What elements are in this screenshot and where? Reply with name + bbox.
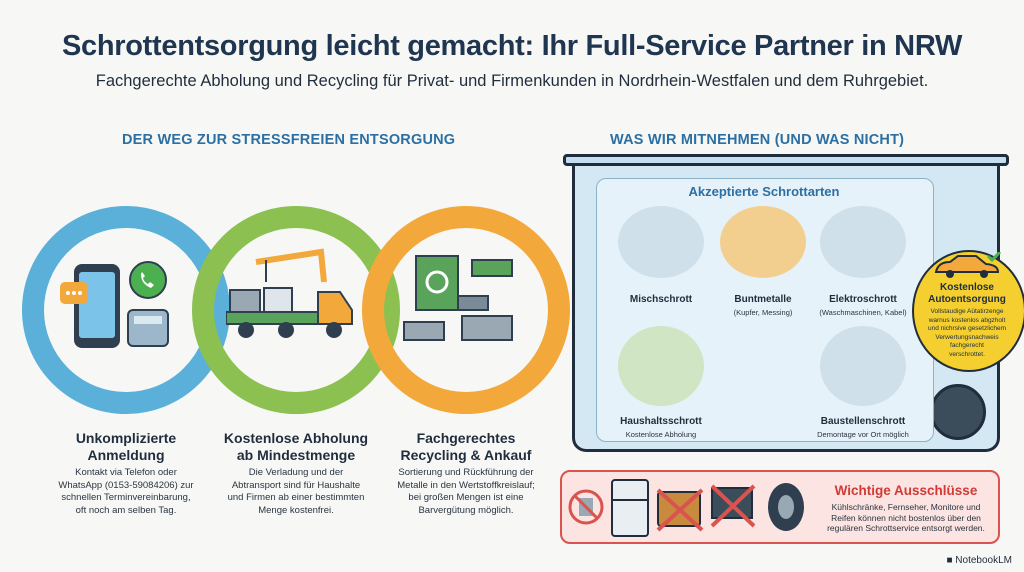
item-name-baustellenschrott: Baustellenschrott bbox=[820, 416, 906, 427]
phone-icon bbox=[60, 261, 169, 348]
page-title: Schrottentsorgung leicht gemacht: Ihr Fu… bbox=[61, 30, 963, 62]
excluded-items-icon bbox=[568, 479, 804, 537]
truck-icon bbox=[226, 248, 353, 338]
item-sub-elektroschrott: (Waschmaschinen, Kabel) bbox=[819, 308, 907, 317]
process-heading: DER WEG ZUR STRESSFREIEN ENTSORGUNG bbox=[122, 132, 456, 148]
baustellenschrott-icon bbox=[820, 326, 906, 406]
notebook-icon: ■ bbox=[946, 555, 956, 566]
accepted-title: Akzeptierte Schrottarten bbox=[688, 184, 840, 199]
item-sub-haushaltsschrott: Kostenlose Abholung bbox=[625, 430, 697, 439]
item-name-buntmetalle: Buntmetalle bbox=[734, 294, 792, 305]
accepted-heading: WAS WIR MITNEHMEN (UND WAS NICHT) bbox=[610, 132, 905, 148]
exclusions-title: Wichtige Ausschlüsse bbox=[834, 483, 978, 498]
buntmetalle-icon bbox=[720, 206, 806, 278]
item-name-mischschrott: Mischschrott bbox=[629, 294, 693, 305]
container-rim bbox=[563, 154, 1009, 166]
elektroschrott-icon bbox=[820, 206, 906, 278]
container-wheel bbox=[930, 384, 986, 440]
haushaltsschrott-icon bbox=[618, 326, 704, 406]
page-subtitle: Fachgerechte Abholung und Recycling für … bbox=[95, 72, 929, 90]
item-sub-buntmetalle: (Kupfer, Messing) bbox=[733, 308, 793, 317]
item-sub-baustellenschrott: Demontage vor Ort möglich bbox=[817, 430, 909, 439]
item-name-haushaltsschrott: Haushaltsschrott bbox=[620, 416, 702, 427]
mischschrott-icon bbox=[618, 206, 704, 278]
recycling-icon bbox=[403, 255, 513, 341]
car-icon bbox=[934, 252, 1002, 278]
item-name-elektroschrott: Elektroschrott bbox=[829, 294, 897, 305]
footer-brand: ■ NotebookLM bbox=[946, 555, 1012, 566]
